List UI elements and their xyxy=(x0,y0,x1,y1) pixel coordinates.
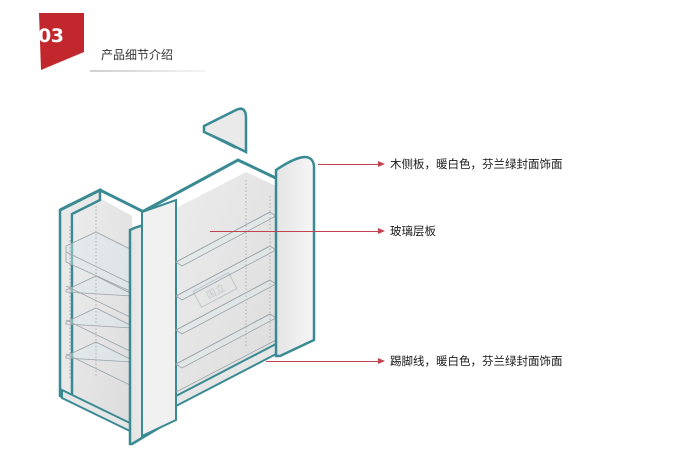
right-inner-side-panel xyxy=(141,198,177,438)
callout-arrow-glass-shelf xyxy=(378,228,385,234)
callout-line-side-panel xyxy=(318,164,380,165)
section-number: 03 xyxy=(38,25,64,47)
callout-line-plinth xyxy=(266,361,380,362)
callout-label-side-panel: 木侧板，暖白色，芬兰绿封面饰面 xyxy=(390,157,563,171)
right-back-panel xyxy=(176,172,276,404)
right-back-top-panel xyxy=(202,107,248,155)
section-title: 产品细节介绍 xyxy=(101,48,174,62)
callout-arrow-plinth xyxy=(378,358,385,364)
right-outer-side-panel xyxy=(274,155,316,358)
callout-arrow-side-panel xyxy=(378,161,385,167)
right-shelf-unit: 国立 xyxy=(141,107,316,438)
callout-label-glass-shelf: 玻璃层板 xyxy=(390,224,436,238)
callout-line-glass-shelf xyxy=(210,231,380,232)
callout-label-plinth: 踢脚线，暖白色，芬兰绿封面饰面 xyxy=(390,354,563,368)
left-back-panel xyxy=(72,198,132,430)
title-underline xyxy=(90,70,206,72)
section-number-badge xyxy=(39,13,84,70)
